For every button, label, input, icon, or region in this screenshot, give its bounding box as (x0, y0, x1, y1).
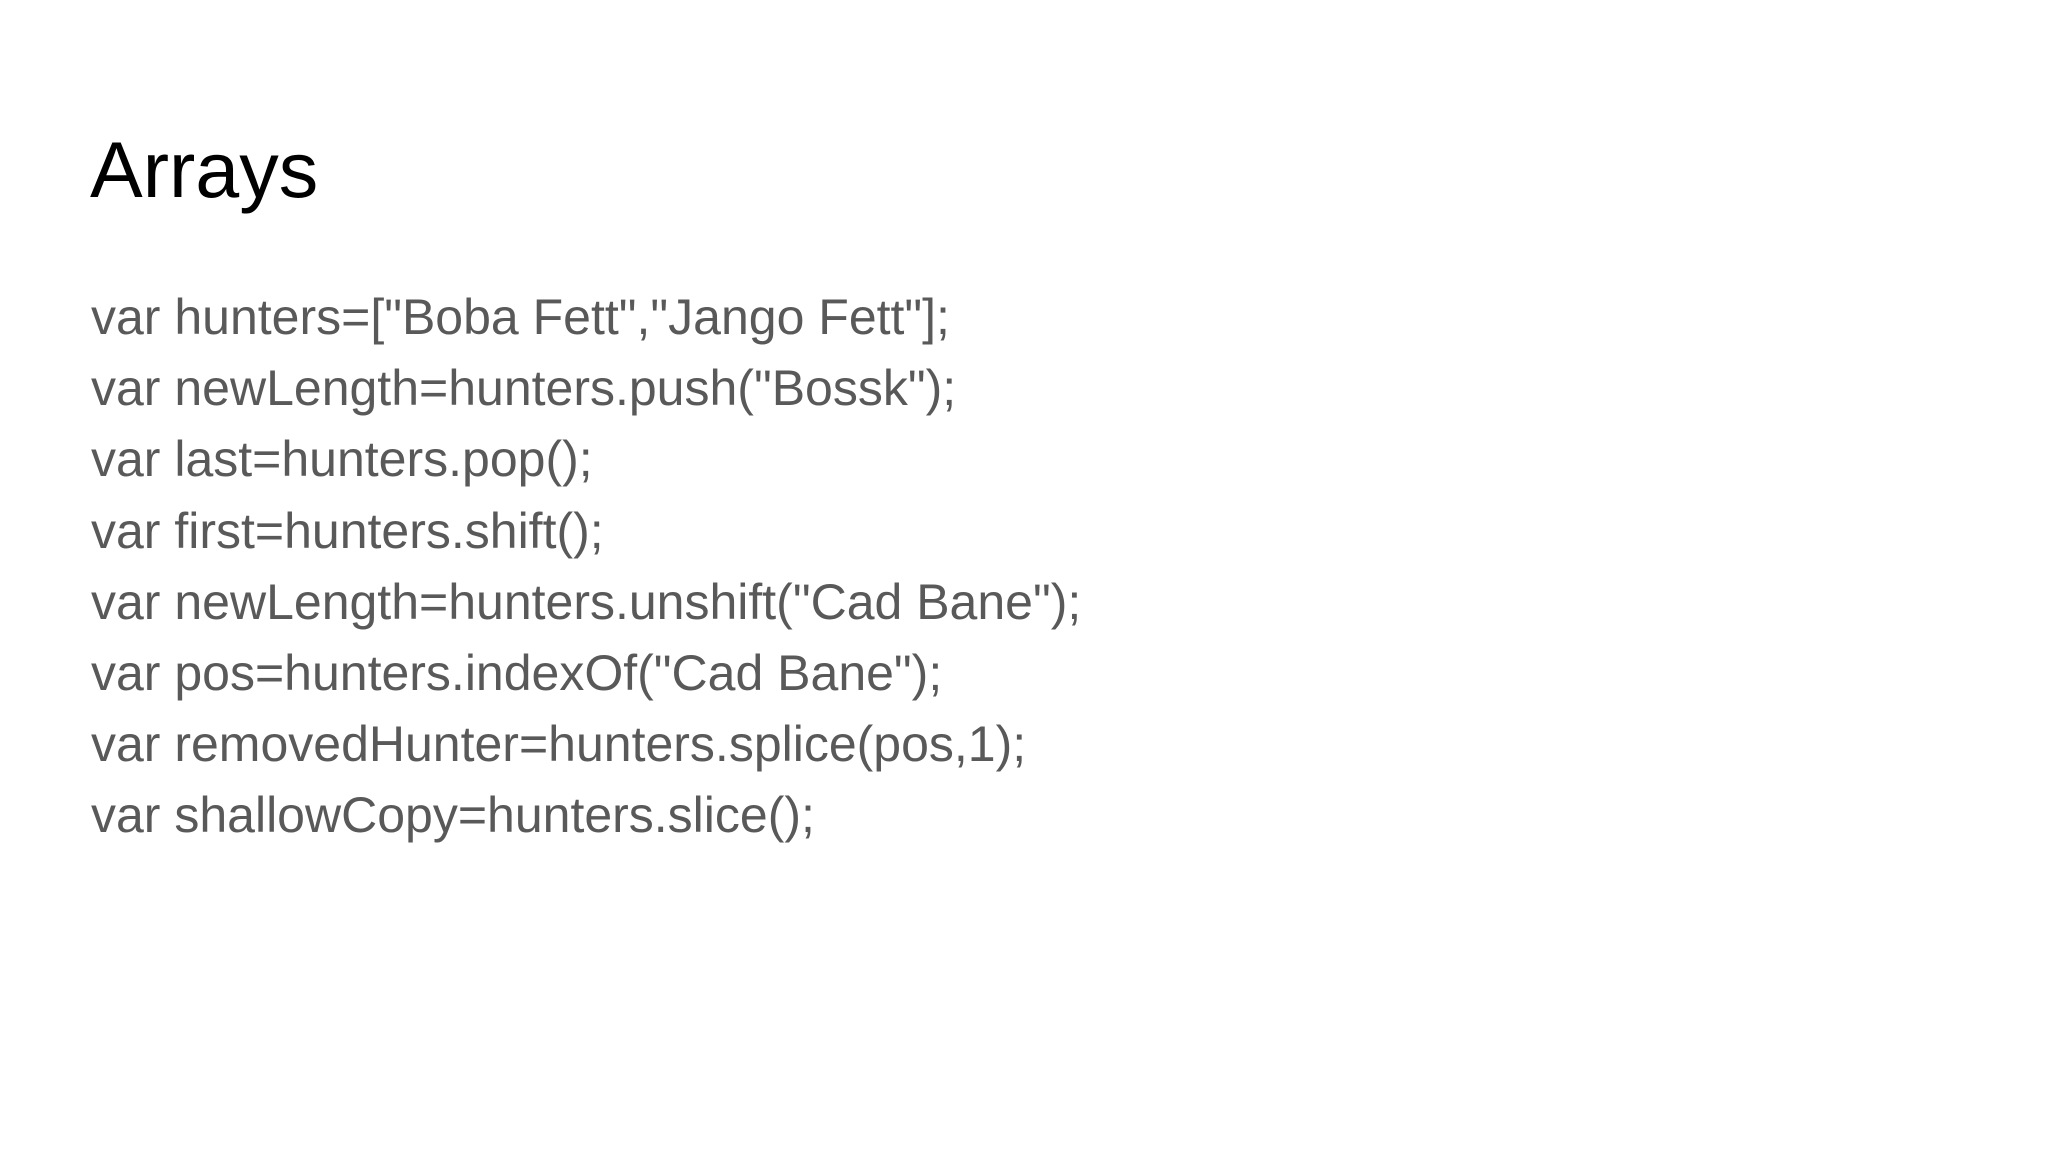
code-line: var last=hunters.pop(); (91, 431, 593, 488)
code-lines: var hunters=["Boba Fett","Jango Fett"]; … (91, 282, 1081, 852)
code-line: var newLength=hunters.unshift("Cad Bane"… (91, 573, 1082, 630)
slide-title: Arrays (90, 125, 319, 214)
code-line: var removedHunter=hunters.splice(pos,1); (91, 716, 1027, 773)
code-line: var first=hunters.shift(); (91, 502, 604, 559)
code-line: var newLength=hunters.push("Bossk"); (91, 360, 957, 417)
code-line: var pos=hunters.indexOf("Cad Bane"); (91, 645, 943, 702)
code-line: var hunters=["Boba Fett","Jango Fett"]; (91, 289, 950, 345)
code-line: var shallowCopy=hunters.slice(); (91, 787, 815, 844)
